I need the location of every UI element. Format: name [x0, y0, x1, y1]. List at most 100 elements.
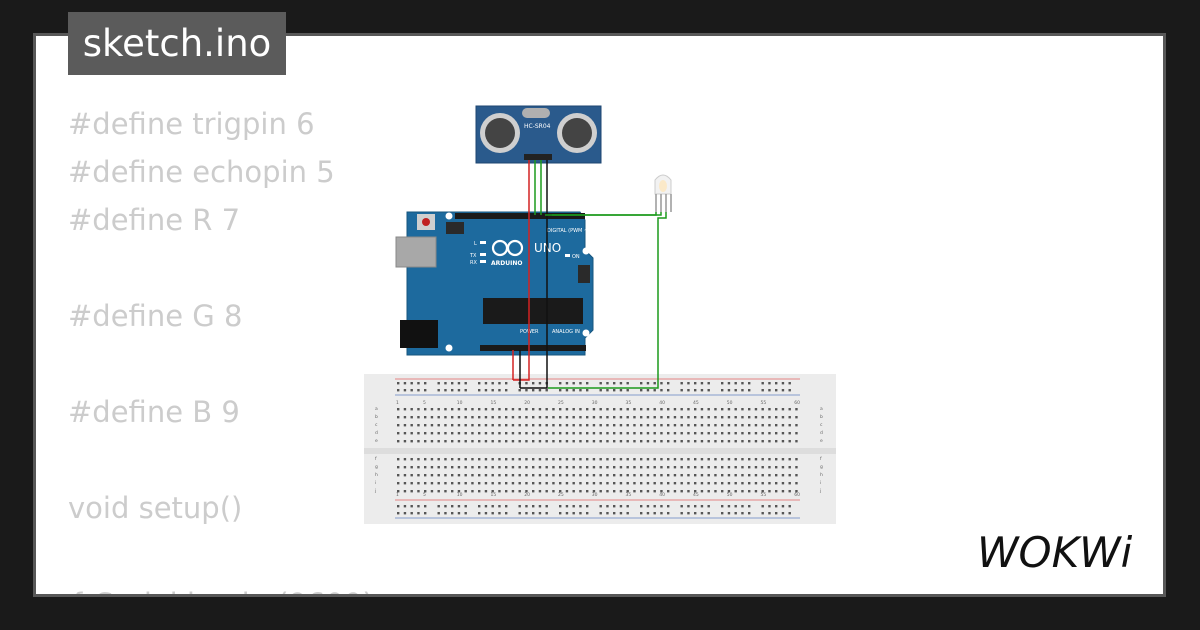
- breadboard-hole: [518, 512, 521, 515]
- breadboard-hole: [687, 505, 690, 508]
- breadboard-hole: [606, 389, 609, 392]
- breadboard-hole: [613, 424, 616, 427]
- breadboard-hole: [619, 389, 623, 392]
- breadboard-hole: [552, 490, 555, 493]
- breadboard-hole: [700, 408, 704, 411]
- breadboard-hole: [667, 474, 670, 477]
- breadboard-hole: [532, 482, 535, 485]
- breadboard-column-number: 55: [761, 492, 767, 498]
- breadboard-hole: [538, 474, 542, 477]
- breadboard-hole: [511, 458, 515, 461]
- breadboard-hole: [451, 482, 454, 485]
- breadboard-hole: [538, 512, 542, 515]
- breadboard-hole: [464, 408, 467, 411]
- breadboard-hole: [451, 382, 454, 385]
- breadboard-hole: [660, 458, 663, 461]
- breadboard-hole: [565, 490, 569, 493]
- breadboard-hole: [491, 505, 494, 508]
- breadboard-hole: [572, 466, 575, 469]
- breadboard-hole: [606, 458, 609, 461]
- breadboard-hole: [586, 505, 589, 508]
- breadboard-hole: [505, 505, 508, 508]
- breadboard-hole: [626, 505, 629, 508]
- breadboard-hole: [768, 482, 771, 485]
- breadboard-hole: [653, 424, 656, 427]
- breadboard-hole: [721, 416, 724, 419]
- breadboard-hole: [646, 466, 650, 469]
- breadboard-hole: [565, 505, 569, 508]
- breadboard-column-number: 45: [693, 492, 699, 498]
- sensor-header: [524, 154, 552, 160]
- breadboard-hole: [653, 408, 656, 411]
- breadboard-hole: [768, 474, 771, 477]
- breadboard-hole: [572, 382, 575, 385]
- breadboard-hole: [640, 474, 643, 477]
- breadboard-hole: [741, 466, 744, 469]
- breadboard-hole: [538, 466, 542, 469]
- breadboard-hole: [525, 389, 528, 392]
- breadboard-hole: [660, 466, 663, 469]
- breadboard-hole: [640, 432, 643, 435]
- breadboard-hole: [646, 382, 650, 385]
- breadboard-hole: [788, 416, 791, 419]
- breadboard-hole: [417, 490, 420, 493]
- breadboard-hole: [606, 490, 609, 493]
- breadboard-hole: [478, 490, 481, 493]
- breadboard-hole: [653, 432, 656, 435]
- breadboard-hole: [653, 416, 656, 419]
- breadboard-hole: [579, 416, 582, 419]
- breadboard-hole: [619, 382, 623, 385]
- breadboard-hole: [437, 490, 440, 493]
- breadboard-hole: [707, 408, 710, 411]
- breadboard-hole: [437, 505, 440, 508]
- breadboard-hole: [795, 482, 798, 485]
- breadboard-hole: [518, 389, 521, 392]
- breadboard-column-number: 15: [491, 492, 497, 498]
- breadboard-hole: [397, 474, 400, 477]
- breadboard-hole: [700, 505, 704, 508]
- breadboard-hole: [673, 466, 677, 469]
- breadboard-hole: [417, 482, 420, 485]
- breadboard-hole: [451, 416, 454, 419]
- breadboard-hole: [559, 408, 562, 411]
- breadboard: 1155101015152020252530303535404045455050…: [364, 374, 836, 524]
- breadboard-hole: [491, 432, 494, 435]
- breadboard-hole: [410, 432, 413, 435]
- breadboard-hole: [640, 408, 643, 411]
- breadboard-hole: [579, 512, 582, 515]
- breadboard-hole: [741, 440, 744, 443]
- breadboard-hole: [498, 408, 501, 411]
- breadboard-hole: [707, 382, 710, 385]
- breadboard-hole: [687, 408, 690, 411]
- breadboard-hole: [444, 440, 447, 443]
- breadboard-hole: [498, 466, 501, 469]
- breadboard-hole: [613, 505, 616, 508]
- breadboard-hole: [727, 490, 731, 493]
- breadboard-hole: [680, 432, 683, 435]
- breadboard-hole: [721, 440, 724, 443]
- breadboard-hole: [727, 458, 731, 461]
- icsp-header-2: [578, 265, 590, 283]
- breadboard-hole: [478, 466, 481, 469]
- breadboard-hole: [761, 382, 764, 385]
- breadboard-hole: [660, 490, 663, 493]
- breadboard-hole: [444, 416, 447, 419]
- breadboard-hole: [660, 424, 663, 427]
- breadboard-hole: [457, 466, 461, 469]
- breadboard-hole: [579, 490, 582, 493]
- breadboard-hole: [505, 474, 508, 477]
- breadboard-hole: [741, 432, 744, 435]
- breadboard-hole: [613, 474, 616, 477]
- breadboard-hole: [478, 389, 481, 392]
- reset-button-cap: [422, 218, 430, 226]
- breadboard-hole: [559, 389, 562, 392]
- breadboard-hole: [700, 474, 704, 477]
- breadboard-hole: [471, 416, 474, 419]
- breadboard-hole: [397, 466, 400, 469]
- breadboard-hole: [592, 408, 596, 411]
- breadboard-hole: [417, 474, 420, 477]
- breadboard-hole: [484, 458, 488, 461]
- breadboard-hole: [741, 424, 744, 427]
- breadboard-hole: [633, 474, 636, 477]
- breadboard-hole: [667, 432, 670, 435]
